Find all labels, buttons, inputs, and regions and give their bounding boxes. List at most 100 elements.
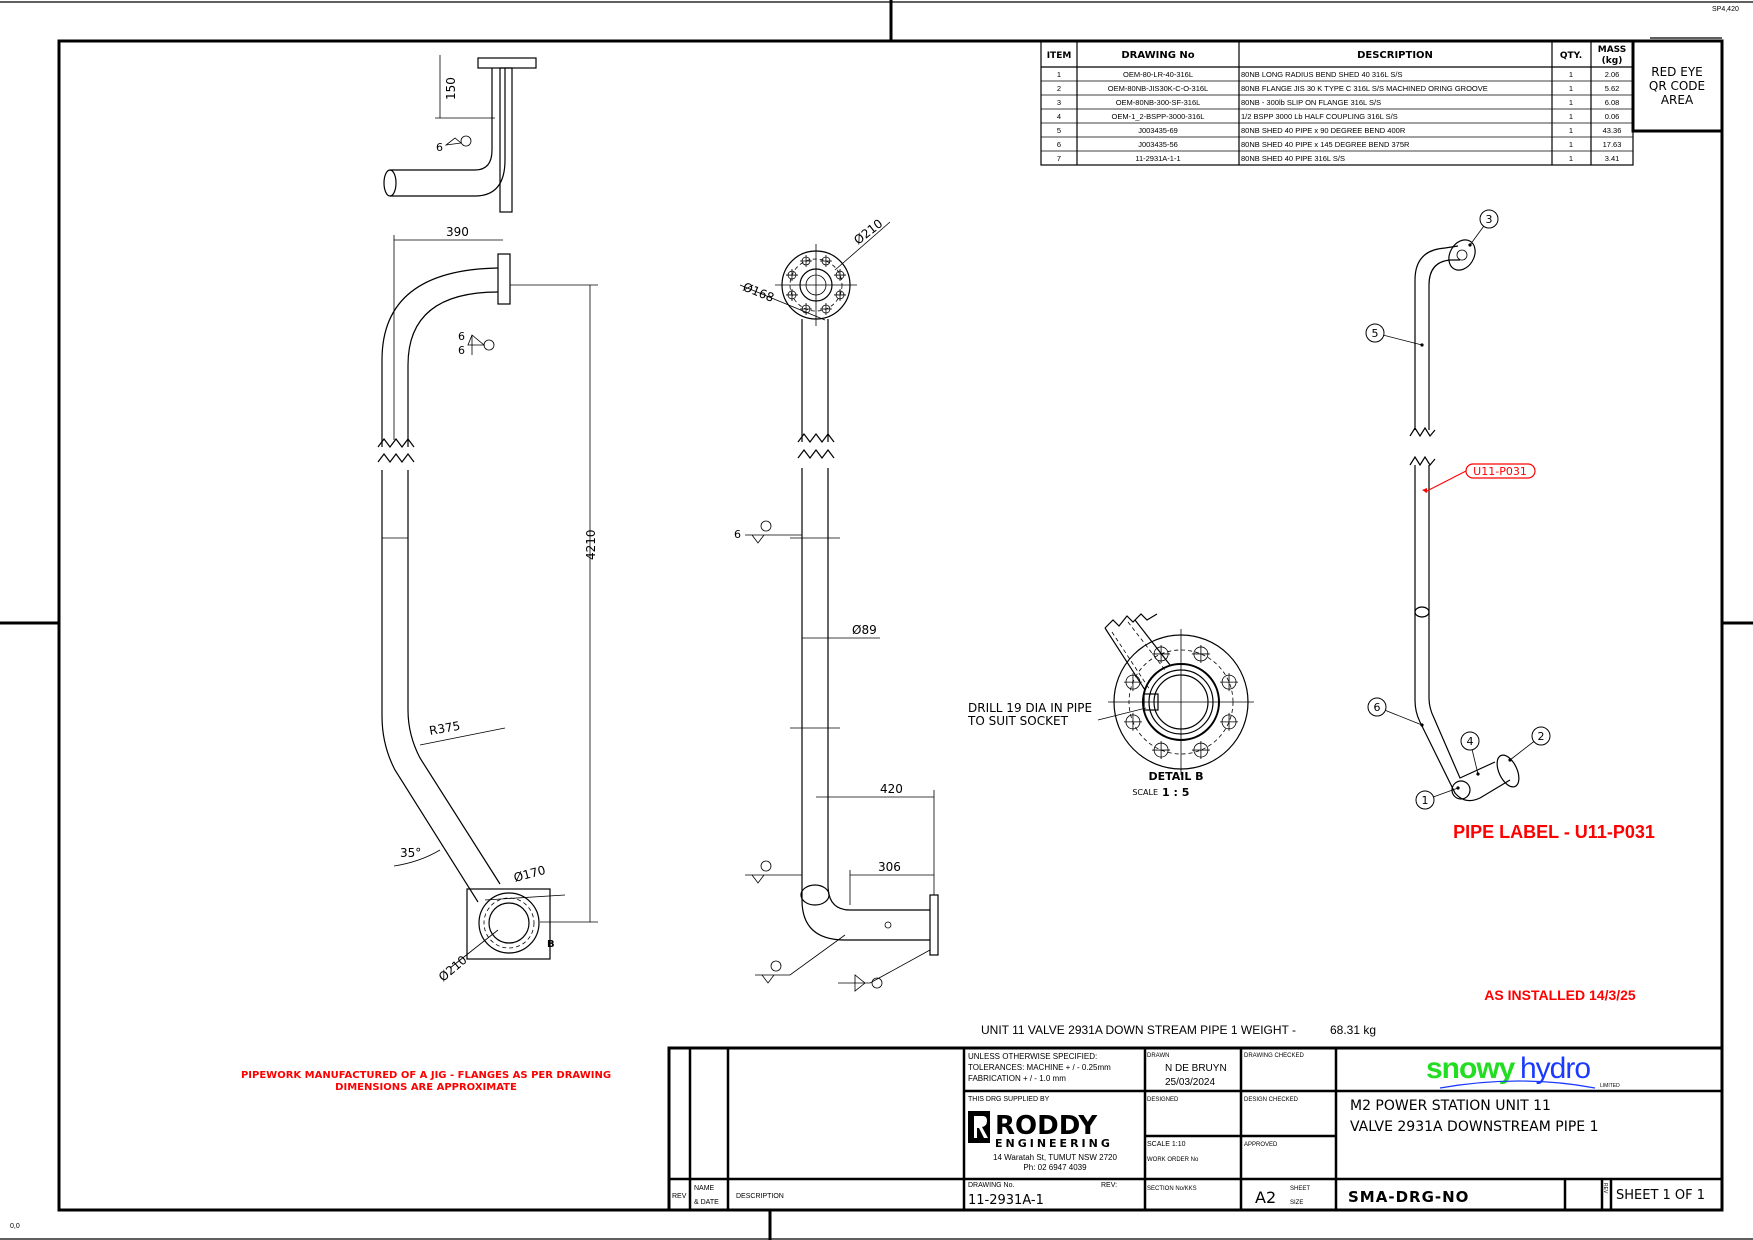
bom-cell-item: 6 [1057,140,1061,149]
top-view: 150 6 [383,55,537,213]
bom-header-mass-unit: (kg) [1602,56,1623,66]
balloon-number: 6 [1374,701,1381,714]
bom-cell-qty: 1 [1569,112,1573,121]
description-label: DESCRIPTION [736,1193,784,1200]
section-label: SECTION No/KKS [1147,1186,1197,1192]
bom-header-item: ITEM [1047,51,1072,61]
dia-89: Ø89 [852,623,877,637]
balloon-number: 2 [1538,730,1545,743]
weight-note: UNIT 11 VALVE 2931A DOWN STREAM PIPE 1 W… [981,1023,1296,1037]
pipe-tag: U11-P031 [1473,465,1527,478]
bolt-centerline [1191,644,1210,663]
balloon-leader-dot [1476,772,1480,776]
logo-snowy: snowy [1426,1052,1516,1085]
weld-symbols [745,520,931,992]
bom-header-mass: MASS [1598,45,1626,55]
bom-cell-item: 3 [1057,98,1061,107]
origin-label: 0,0 [10,1223,20,1230]
bom-header-drawing-no: DRAWING No [1121,50,1194,61]
bom-header-qty: QTY. [1560,51,1582,61]
qr-label-3: AREA [1661,93,1694,107]
roddy-logo-text: RODDY [995,1111,1098,1141]
bom-cell-description: 80NB SHED 40 PIPE x 90 DEGREE BEND 400R [1241,126,1406,135]
bom-table: ITEM DRAWING No DESCRIPTION QTY. MASS (k… [1040,40,1634,166]
jig-note-1: PIPEWORK MANUFACTURED OF A JIG - FLANGES… [241,1070,611,1081]
bom-cell-description: 80NB LONG RADIUS BEND SHED 40 316L S/S [1241,70,1402,79]
balloon-leader-dot [1508,758,1512,762]
bom-cell-qty: 1 [1569,98,1573,107]
dia-168: Ø168 [741,280,776,305]
bom-cell-item: 4 [1057,112,1061,121]
bom-cell-description: 1/2 BSPP 3000 Lb HALF COUPLING 316L S/S [1241,112,1398,121]
balloon [1367,697,1387,717]
drawn-by: N DE BRUYN [1165,1063,1227,1074]
bolt-centerline [800,303,813,316]
qr-label-1: RED EYE [1651,65,1702,79]
drawing-no-label: DRAWING No. [968,1182,1014,1189]
weld-symbol: 6 [436,141,443,154]
bolt-centerline [819,303,832,316]
weld-symbol: 6 [458,330,465,343]
tolerance-line-2: TOLERANCES: MACHINE + / - 0.25mm [968,1063,1111,1072]
drawing-number: 11-2931A-1 [968,1193,1044,1208]
bolt-centerline [819,254,832,267]
supplied-by-label: THIS DRG SUPPLIED BY [968,1096,1050,1103]
logo-swoosh [1439,1080,1596,1089]
rev-label: REV [672,1193,687,1200]
bolt-centerline [1152,644,1171,663]
bolt-centerline [800,254,813,267]
roddy-logo-r-mark [974,1116,988,1138]
rev-short-label: REV: [1101,1182,1117,1189]
drawn-label: DRAWN [1147,1053,1169,1059]
bolt-centerline [1123,712,1142,731]
qr-code-area: RED EYE QR CODE AREA [1631,39,1724,133]
dia-210: Ø210 [436,953,470,985]
balloon [1365,323,1385,343]
bom-cell-item: 2 [1057,84,1061,93]
work-order-label: WORK ORDER No [1147,1157,1199,1163]
as-installed-note: AS INSTALLED 14/3/25 [1484,987,1636,1003]
bom-header-description: DESCRIPTION [1357,50,1433,61]
bolt-centerline [1123,673,1142,692]
name-label: NAME [694,1185,715,1192]
bolt-centerline [785,288,798,301]
bom-cell-description: 80NB FLANGE JIS 30 K TYPE C 316L S/S MAC… [1241,84,1488,93]
weld-symbol: 6 [734,528,741,541]
bom-cell-qty: 1 [1569,140,1573,149]
qr-label-2: QR CODE [1649,79,1705,93]
balloon-number: 1 [1422,794,1429,807]
tolerance-line-3: FABRICATION + / - 1.0 mm [968,1074,1066,1083]
dia-170: Ø170 [512,863,547,885]
detail-b-ref: B [547,939,555,950]
bom-cell-drawing-no: OEM-80-LR-40-316L [1123,70,1193,79]
jig-note-2: DIMENSIONS ARE APPROXIMATE [335,1082,517,1093]
dim-150: 150 [444,77,458,100]
dim-390: 390 [446,225,469,239]
detail-b-scale-label: SCALE [1132,788,1158,797]
balloon-number: 3 [1486,213,1493,226]
sheet-size: A2 [1255,1188,1276,1207]
bom-cell-qty: 1 [1569,154,1573,163]
sheet-label: SHEET [1290,1186,1310,1192]
bolt-centerline [785,269,798,282]
dia-210: Ø210 [851,216,885,247]
side-view: 4210 390 R375 35° Ø170 Ø210 B 6 6 [377,225,598,985]
balloon-leader-dot [1456,786,1460,790]
balloon [1460,731,1480,751]
rev-vertical-label: REV [1602,1183,1608,1194]
weld-symbol: 6 [458,344,465,357]
roddy-logo-sub: ENGINEERING [995,1137,1113,1150]
bom-cell-mass: 2.06 [1605,70,1620,79]
bom-cell-mass: 6.08 [1605,98,1620,107]
scale-label: SCALE 1:10 [1147,1141,1186,1148]
detail-b-note-1: DRILL 19 DIA IN PIPE [968,701,1092,715]
bom-cell-mass: 17.63 [1603,140,1622,149]
bom-cell-description: 80NB - 300lb SLIP ON FLANGE 316L S/S [1241,98,1381,107]
balloon [1415,790,1435,810]
detail-b-note-2: TO SUIT SOCKET [967,714,1069,728]
pipe-label: PIPE LABEL - U11-P031 [1453,822,1655,842]
designed-label: DESIGNED [1147,1097,1179,1103]
document-number: SMA-DRG-NO [1348,1188,1469,1206]
